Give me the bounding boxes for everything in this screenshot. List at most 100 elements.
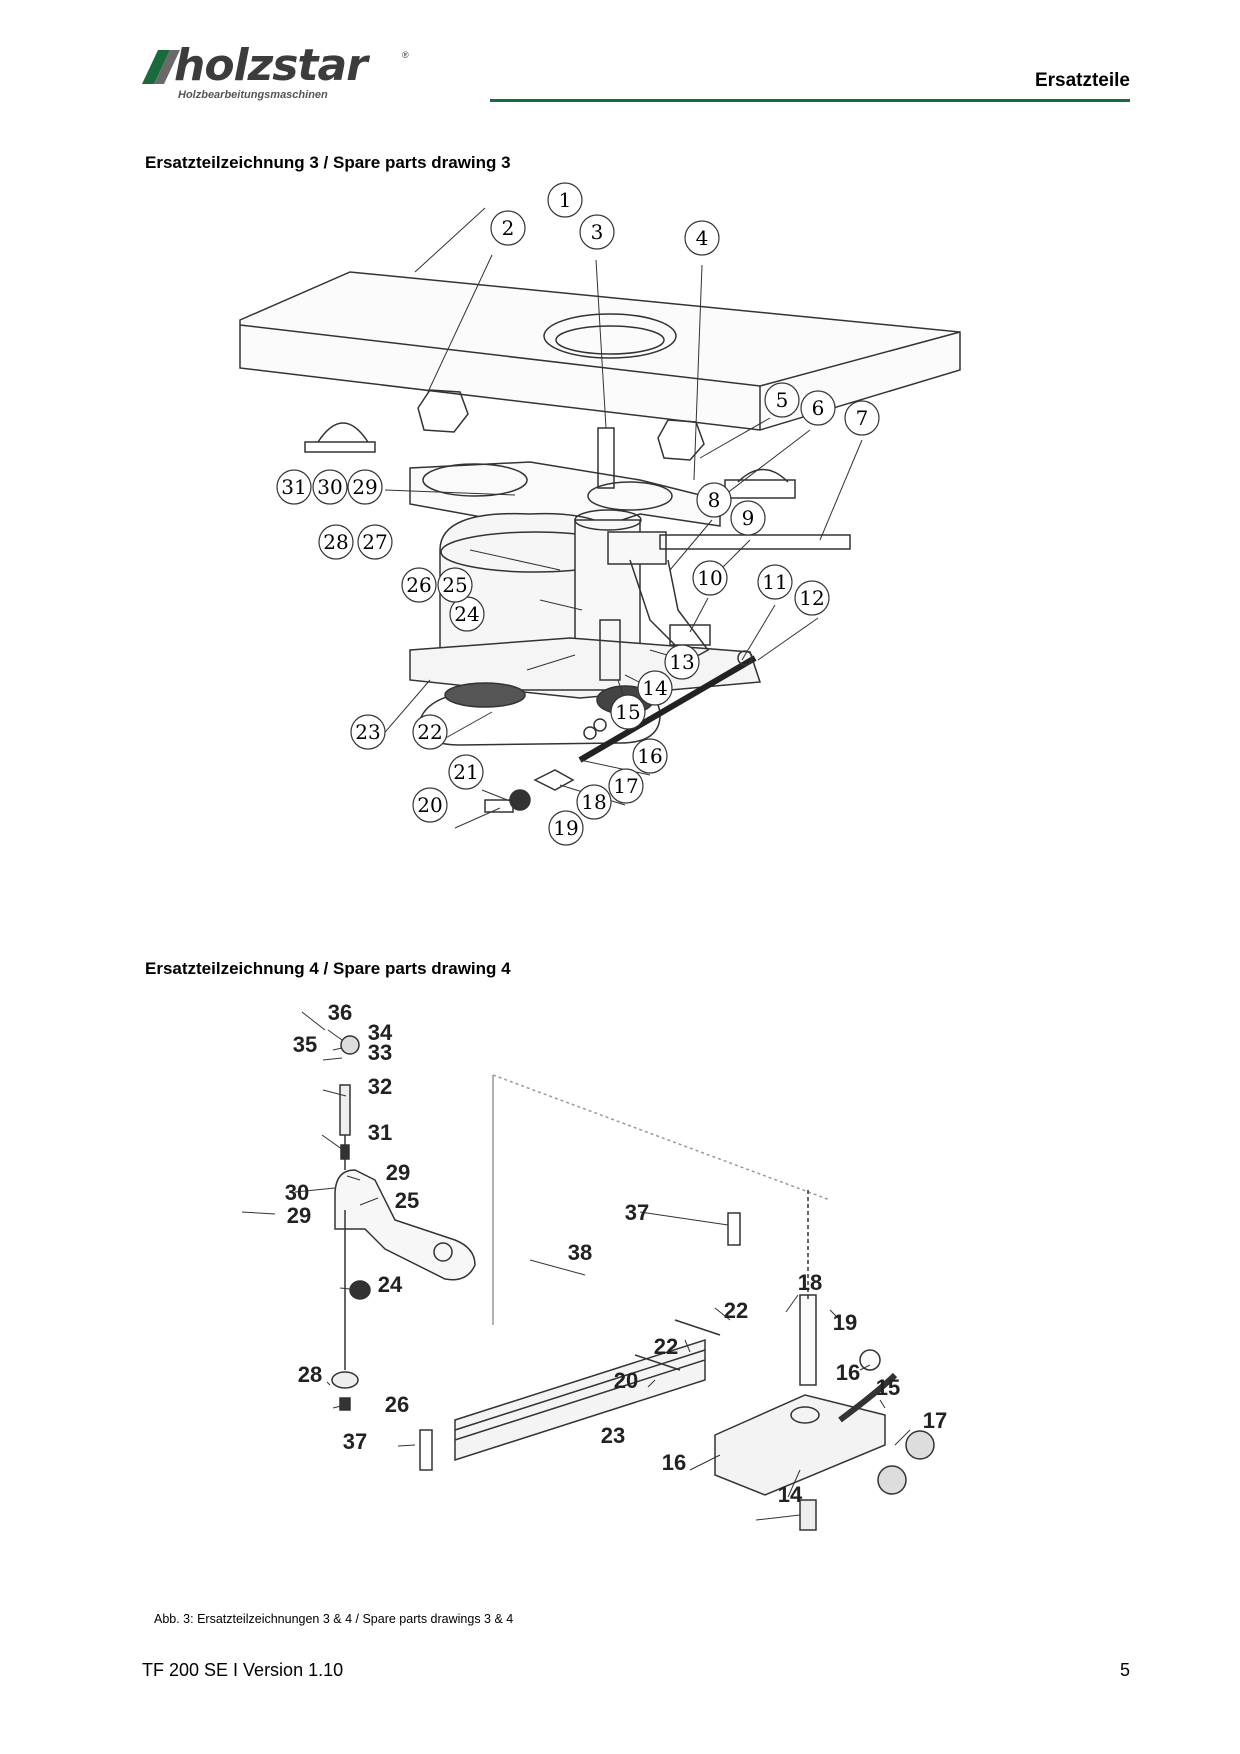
callout-label-15: 15 [876, 1375, 900, 1400]
callout-label-16: 16 [836, 1360, 860, 1385]
callout-circle-20 [412, 787, 448, 823]
callout-label-23: 23 [601, 1423, 625, 1448]
callout-label-14: 14 [642, 676, 667, 700]
callout-circle-14 [637, 670, 673, 706]
callout-circle-29 [347, 469, 383, 505]
logo-subtitle: Holzbearbeitungsmaschinen [178, 89, 328, 101]
callout-circle-16 [632, 738, 668, 774]
callout-label-11: 11 [762, 570, 787, 594]
callout-circle-30 [312, 469, 348, 505]
footer-document-version: TF 200 SE I Version 1.10 [142, 1660, 344, 1680]
callout-label-30: 30 [317, 475, 342, 499]
callout-circle-11 [757, 564, 793, 600]
callout-label-1: 1 [559, 188, 572, 212]
callout-label-10: 10 [697, 566, 722, 590]
callout-label-31: 31 [368, 1120, 392, 1145]
callout-circle-19 [548, 810, 584, 846]
callout-label-20: 20 [417, 793, 442, 817]
drawing3-title: Ersatzteilzeichnung 3 / Spare parts draw… [145, 153, 511, 172]
callout-label-29: 29 [287, 1203, 311, 1228]
callout-label-25: 25 [442, 573, 467, 597]
callout-label-15: 15 [615, 700, 640, 724]
callout-circle-10 [692, 560, 728, 596]
callout-circle-1 [547, 182, 583, 218]
callout-label-18: 18 [798, 1270, 822, 1295]
callout-circle-18 [576, 784, 612, 820]
callout-label-24: 24 [378, 1272, 403, 1297]
callout-label-32: 32 [368, 1074, 392, 1099]
callout-circle-23 [350, 714, 386, 750]
callout-label-37: 37 [625, 1200, 649, 1225]
callout-label-36: 36 [328, 1000, 352, 1025]
callout-label-13: 13 [669, 650, 694, 674]
callout-label-30: 30 [285, 1180, 309, 1205]
page-section-title: Ersatzteile [1034, 70, 1130, 91]
callout-label-19: 19 [553, 816, 578, 840]
callout-circle-3 [579, 214, 615, 250]
logo-registered-mark: ® [402, 50, 409, 60]
callout-label-9: 9 [742, 506, 755, 530]
callout-label-14: 14 [778, 1482, 803, 1507]
callout-label-8: 8 [708, 488, 721, 512]
header-divider [490, 99, 1130, 102]
callout-label-27: 27 [362, 530, 387, 554]
callout-label-17: 17 [613, 774, 638, 798]
callout-circle-7 [844, 400, 880, 436]
callout-circle-28 [318, 524, 354, 560]
callout-circle-31 [276, 469, 312, 505]
callout-label-25: 25 [395, 1188, 419, 1213]
callout-circle-8 [696, 482, 732, 518]
logo-wordmark: holzstar [174, 40, 368, 91]
callout-circle-27 [357, 524, 393, 560]
callout-label-28: 28 [323, 530, 348, 554]
callout-circle-15 [610, 694, 646, 730]
callout-label-6: 6 [812, 396, 825, 420]
callout-circle-5 [764, 382, 800, 418]
brand-logo: holzstar ® Holzbearbeitungsmaschinen [140, 40, 420, 106]
callout-label-22: 22 [417, 720, 442, 744]
footer-page-number: 5 [1119, 1660, 1130, 1680]
callout-label-3: 3 [591, 220, 604, 244]
callout-label-22: 22 [654, 1334, 678, 1359]
callout-circle-21 [448, 754, 484, 790]
callout-label-37: 37 [343, 1429, 367, 1454]
callout-circle-9 [730, 500, 766, 536]
drawing4-title: Ersatzteilzeichnung 4 / Spare parts draw… [145, 959, 511, 978]
callout-label-33: 33 [368, 1040, 392, 1065]
callout-label-29: 29 [386, 1160, 410, 1185]
callout-label-31: 31 [281, 475, 306, 499]
callout-label-16: 16 [662, 1450, 686, 1475]
callout-label-5: 5 [776, 388, 789, 412]
callout-label-26: 26 [385, 1392, 409, 1417]
callout-label-4: 4 [696, 226, 709, 250]
callout-label-19: 19 [833, 1310, 857, 1335]
logo-mark-icon [142, 50, 180, 84]
callout-circle-17 [608, 768, 644, 804]
callout-circle-4 [684, 220, 720, 256]
callout-label-16: 16 [637, 744, 662, 768]
callout-label-35: 35 [293, 1032, 317, 1057]
callout-circle-12 [794, 580, 830, 616]
callout-circle-2 [490, 210, 526, 246]
callout-label-26: 26 [406, 573, 431, 597]
callout-label-23: 23 [355, 720, 380, 744]
callout-circle-6 [800, 390, 836, 426]
callout-label-24: 24 [454, 602, 479, 626]
callout-label-17: 17 [923, 1408, 947, 1433]
callout-circle-25 [437, 567, 473, 603]
figure-caption: Abb. 3: Ersatzteilzeichnungen 3 & 4 / Sp… [154, 1612, 514, 1626]
callout-label-12: 12 [799, 586, 824, 610]
callout-label-28: 28 [298, 1362, 322, 1387]
callout-label-29: 29 [352, 475, 377, 499]
callout-label-20: 20 [614, 1368, 638, 1393]
callout-circle-22 [412, 714, 448, 750]
callout-circle-26 [401, 567, 437, 603]
callout-label-34: 34 [368, 1020, 393, 1045]
callout-label-38: 38 [568, 1240, 592, 1265]
callout-label-21: 21 [453, 760, 478, 784]
callout-circle-13 [664, 644, 700, 680]
